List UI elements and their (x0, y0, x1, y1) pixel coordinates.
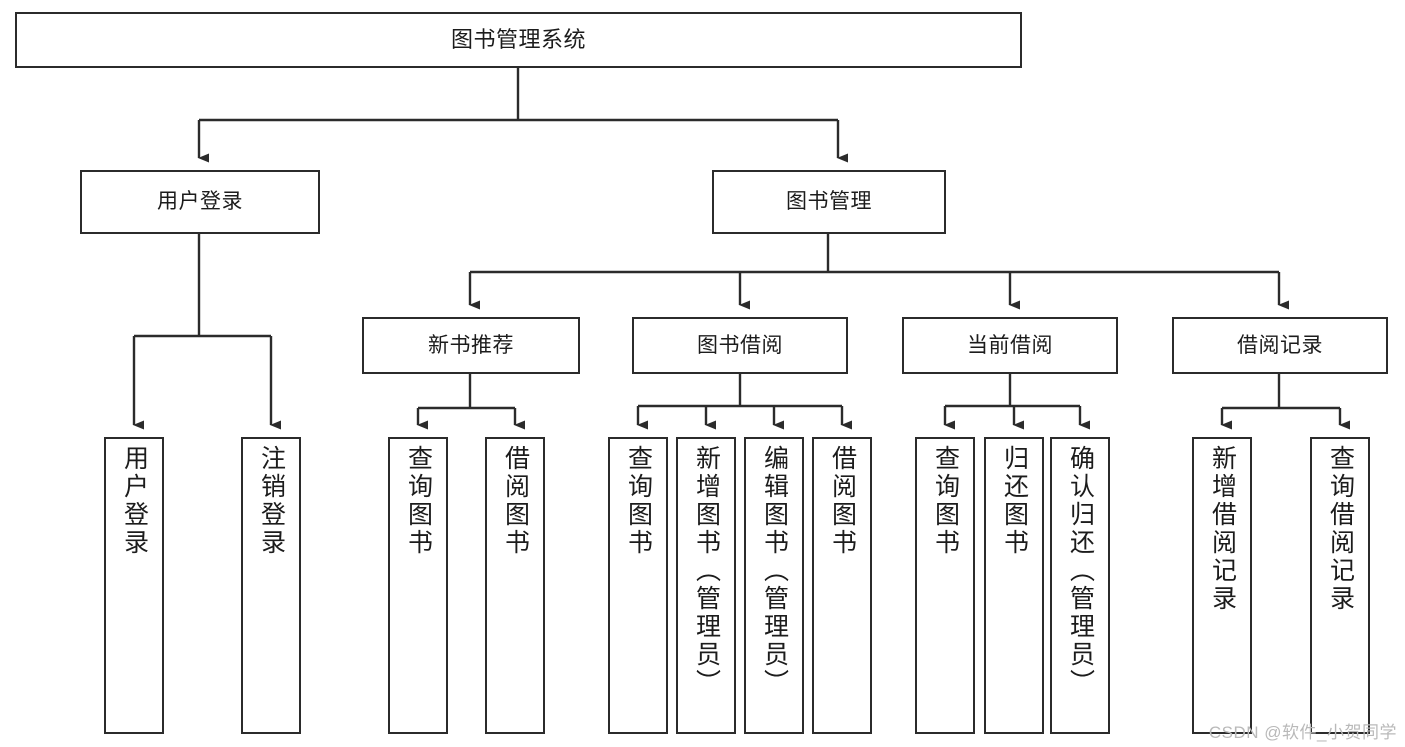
node-label: 图书管理系统 (450, 26, 586, 52)
node-label: 用户登录 (120, 445, 149, 557)
leaf-user-login-logout[interactable]: 注销登录 (241, 437, 301, 734)
node-label: 当前借阅 (967, 333, 1053, 357)
leaf-current-return-book[interactable]: 归还图书 (984, 437, 1044, 734)
node-current-borrow[interactable]: 当前借阅 (902, 317, 1118, 374)
leaf-borrow-query-book[interactable]: 查询图书 (608, 437, 668, 734)
node-book-borrow[interactable]: 图书借阅 (632, 317, 848, 374)
node-label: 编辑图书（管理员） (760, 445, 789, 697)
node-label: 新增图书（管理员） (692, 445, 721, 697)
leaf-new-book-query[interactable]: 查询图书 (388, 437, 448, 734)
node-label: 借阅图书 (501, 445, 530, 557)
node-label: 借阅图书 (828, 445, 857, 557)
node-label: 归还图书 (1000, 445, 1029, 557)
leaf-borrow-borrow-book[interactable]: 借阅图书 (812, 437, 872, 734)
node-label: 用户登录 (157, 190, 243, 214)
csdn-watermark: CSDN @软件_小贺同学 (1208, 723, 1397, 742)
node-label: 图书管理 (786, 190, 872, 214)
node-label: 新书推荐 (428, 333, 514, 357)
leaf-new-book-borrow[interactable]: 借阅图书 (485, 437, 545, 734)
node-label: 查询借阅记录 (1326, 445, 1355, 613)
node-user-login[interactable]: 用户登录 (80, 170, 320, 234)
leaf-borrow-add-book-admin[interactable]: 新增图书（管理员） (676, 437, 736, 734)
node-label: 查询图书 (931, 445, 960, 557)
node-label: 新增借阅记录 (1208, 445, 1237, 613)
node-label: 查询图书 (624, 445, 653, 557)
node-label: 查询图书 (404, 445, 433, 557)
node-label: 确认归还（管理员） (1066, 445, 1095, 697)
node-root-system[interactable]: 图书管理系统 (15, 12, 1022, 68)
node-book-management[interactable]: 图书管理 (712, 170, 946, 234)
leaf-borrow-edit-book-admin[interactable]: 编辑图书（管理员） (744, 437, 804, 734)
leaf-user-login-login[interactable]: 用户登录 (104, 437, 164, 734)
node-borrow-record[interactable]: 借阅记录 (1172, 317, 1388, 374)
leaf-current-query-book[interactable]: 查询图书 (915, 437, 975, 734)
node-label: 图书借阅 (697, 333, 783, 357)
node-label: 借阅记录 (1237, 333, 1323, 357)
leaf-record-query[interactable]: 查询借阅记录 (1310, 437, 1370, 734)
leaf-record-add[interactable]: 新增借阅记录 (1192, 437, 1252, 734)
node-label: 注销登录 (257, 445, 286, 557)
leaf-current-confirm-return-admin[interactable]: 确认归还（管理员） (1050, 437, 1110, 734)
node-new-book-recommend[interactable]: 新书推荐 (362, 317, 580, 374)
